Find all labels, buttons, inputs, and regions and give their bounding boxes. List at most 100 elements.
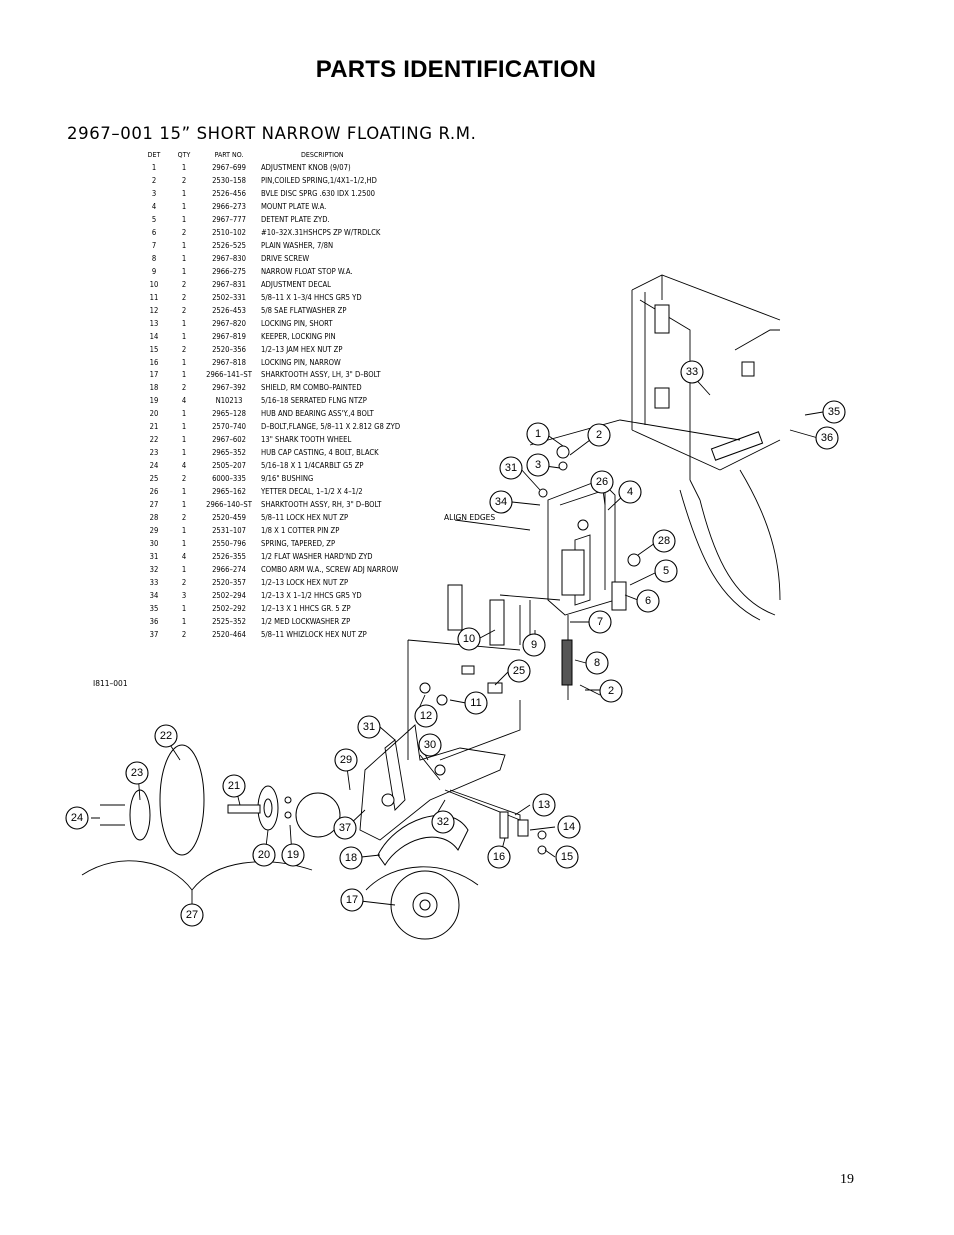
qty-cell: 3 — [181, 590, 187, 600]
det-cell: 33 — [149, 577, 159, 587]
det-cell: 17 — [149, 370, 159, 380]
qty-cell: 2 — [181, 175, 187, 185]
callout-label: 9 — [531, 639, 537, 651]
part-no-cell: 2520–356 — [212, 344, 246, 354]
qty-cell: 1 — [181, 409, 187, 419]
det-cell: 36 — [149, 616, 159, 626]
description-cell: 1/2–13 LOCK HEX NUT ZP — [261, 577, 349, 587]
callout-circle — [180, 903, 204, 927]
det-cell: 31 — [149, 552, 159, 562]
callout-25: 25 — [507, 659, 531, 683]
callout-circle — [222, 774, 246, 798]
description-cell: HUB AND BEARING ASS'Y.,4 BOLT — [261, 409, 374, 419]
description-cell: 1/2 FLAT WASHER HARD'ND ZYD — [261, 552, 373, 562]
callout-label: 25 — [513, 665, 525, 677]
callout-circle — [281, 843, 305, 867]
callout-label: 7 — [597, 616, 603, 628]
header-det: DET — [147, 151, 161, 159]
part-no-cell: 2505–207 — [212, 461, 246, 471]
callout-36: 36 — [815, 426, 839, 450]
det-cell: 29 — [149, 526, 159, 536]
callout-circle — [414, 704, 438, 728]
callout-24: 24 — [65, 806, 89, 830]
callout-34: 34 — [489, 490, 513, 514]
callout-circle — [65, 806, 89, 830]
det-cell: 5 — [151, 214, 157, 224]
callout-26: 26 — [590, 470, 614, 494]
callout-circle — [522, 633, 546, 657]
callout-label: 12 — [420, 710, 432, 722]
qty-cell: 2 — [181, 383, 187, 393]
qty-cell: 2 — [181, 577, 187, 587]
qty-cell: 2 — [181, 305, 187, 315]
callout-label: 5 — [663, 565, 669, 577]
callout-18: 18 — [339, 846, 363, 870]
callout-label: 14 — [563, 821, 575, 833]
det-cell: 11 — [149, 292, 159, 302]
callout-label: 23 — [131, 767, 143, 779]
part-no-cell: 2967–831 — [212, 279, 246, 289]
part-no-cell: 2966–273 — [212, 201, 246, 211]
part-no-cell: 2510–102 — [212, 227, 246, 237]
page-title: PARTS IDENTIFICATION — [315, 56, 597, 83]
part-no-cell: 2502–294 — [212, 590, 246, 600]
callout-label: 2 — [596, 429, 602, 441]
callout-circle — [636, 589, 660, 613]
det-cell: 8 — [151, 253, 157, 263]
callout-1: 1 — [526, 422, 550, 446]
callout-19: 19 — [281, 843, 305, 867]
callout-circle — [333, 816, 357, 840]
callout-label: 20 — [258, 849, 270, 861]
description-cell: 5/16–18 SERRATED FLNG NTZP — [261, 396, 367, 406]
part-no-cell: 2967–777 — [212, 214, 246, 224]
part-no-cell: 2502–292 — [212, 603, 246, 613]
callout-11: 11 — [464, 691, 488, 715]
qty-cell: 1 — [181, 487, 187, 497]
callout-7: 7 — [588, 610, 612, 634]
callout-31: 31 — [499, 456, 523, 480]
qty-cell: 4 — [181, 396, 187, 406]
locking-pin — [449, 789, 547, 855]
det-cell: 24 — [149, 461, 159, 471]
det-cell: 35 — [149, 603, 159, 613]
description-cell: 1/2–13 X 1 HHCS GR. 5 ZP — [261, 603, 351, 613]
callout-15: 15 — [555, 845, 579, 869]
callout-label: 27 — [186, 909, 198, 921]
det-cell: 10 — [149, 279, 159, 289]
callout-circle — [532, 793, 556, 817]
callout-9: 9 — [522, 633, 546, 657]
callout-label: 22 — [160, 730, 172, 742]
description-cell: LOCKING PIN, SHORT — [261, 318, 333, 328]
assembly-title: 2967–001 15” SHORT NARROW FLOATING R.M. — [67, 124, 477, 143]
description-cell: COMBO ARM W.A., SCREW ADJ NARROW — [261, 565, 399, 574]
diagram-code: I811–001 — [93, 679, 128, 688]
header-description: DESCRIPTION — [301, 151, 344, 159]
det-cell: 20 — [149, 409, 159, 419]
callout-21: 21 — [222, 774, 246, 798]
qty-cell: 2 — [181, 513, 187, 523]
qty-cell: 1 — [181, 318, 187, 328]
callout-label: 18 — [345, 852, 357, 864]
description-cell: NARROW FLOAT STOP W.A. — [261, 266, 353, 276]
callout-circle — [489, 490, 513, 514]
description-cell: SHIELD, RM COMBO–PAINTED — [261, 383, 362, 393]
callout-label: 24 — [71, 812, 83, 824]
part-no-cell: 2526–456 — [212, 188, 246, 198]
description-cell: KEEPER, LOCKING PIN — [261, 331, 336, 341]
qty-cell: 1 — [181, 201, 187, 211]
det-cell: 25 — [149, 474, 159, 484]
page-number: 19 — [840, 1172, 854, 1187]
callout-4: 4 — [618, 480, 642, 504]
qty-cell: 1 — [181, 253, 187, 263]
det-cell: 7 — [151, 240, 157, 250]
callout-label: 4 — [627, 486, 633, 498]
description-cell: DETENT PLATE ZYD. — [261, 214, 330, 224]
callout-label: 2 — [608, 685, 614, 697]
det-cell: 14 — [149, 331, 159, 341]
description-cell: 5/16–18 X 1 1/4CARBLT G5 ZP — [261, 461, 364, 471]
qty-cell: 1 — [181, 357, 187, 367]
qty-cell: 2 — [181, 629, 187, 639]
callout-label: 32 — [437, 816, 449, 828]
callout-label: 1 — [535, 428, 541, 440]
callout-circle — [457, 627, 481, 651]
